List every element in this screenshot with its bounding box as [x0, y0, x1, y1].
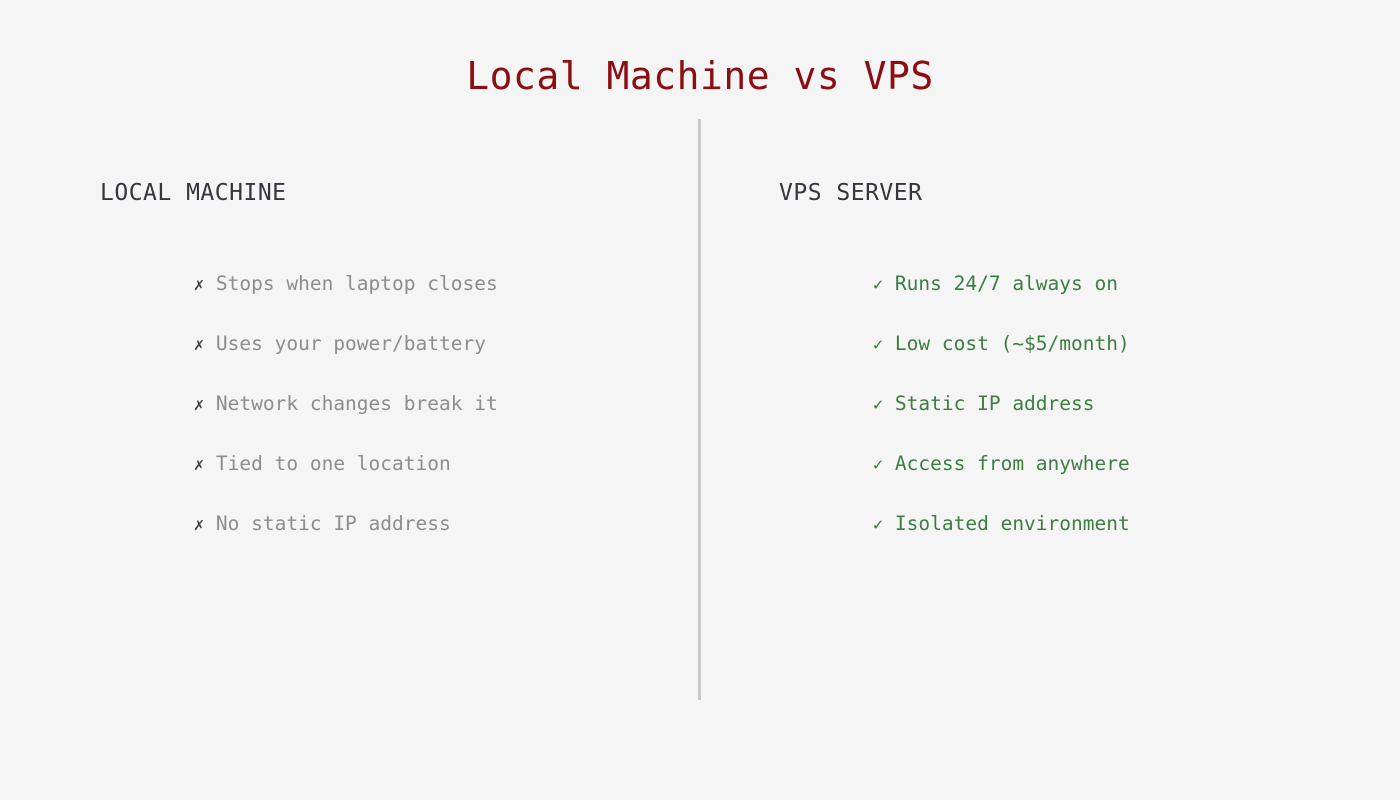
- check-icon: ✓: [872, 335, 884, 355]
- local-machine-column: LOCAL MACHINE ✗ Stops when laptop closes …: [100, 178, 660, 554]
- list-item: ✓ Static IP address: [779, 374, 1339, 434]
- list-item-label: Network changes break it: [215, 392, 498, 415]
- list-item-label: No static IP address: [215, 512, 451, 535]
- check-icon: ✓: [872, 455, 884, 475]
- list-item: ✗ Stops when laptop closes: [100, 254, 660, 314]
- check-icon: ✓: [872, 275, 884, 295]
- list-item: ✗ Uses your power/battery: [100, 314, 660, 374]
- list-item: ✓ Low cost (~$5/month): [779, 314, 1339, 374]
- local-machine-list: ✗ Stops when laptop closes ✗ Uses your pow…: [100, 254, 660, 554]
- list-item-label: Tied to one location: [215, 452, 451, 475]
- check-icon: ✓: [872, 515, 884, 535]
- list-item: ✗ Tied to one location: [100, 434, 660, 494]
- cross-icon: ✗: [193, 515, 205, 535]
- list-item-label: Stops when laptop closes: [215, 272, 498, 295]
- vps-server-heading: VPS SERVER: [779, 180, 923, 206]
- vps-server-list: ✓ Runs 24/7 always on ✓ Low cost (~$5/mont…: [779, 254, 1339, 554]
- list-item: ✓ Runs 24/7 always on: [779, 254, 1339, 314]
- list-item-label: Isolated environment: [894, 512, 1130, 535]
- list-item-label: Low cost (~$5/month): [894, 332, 1130, 355]
- list-item-label: Access from anywhere: [894, 452, 1130, 475]
- list-item-label: Static IP address: [894, 392, 1095, 415]
- local-machine-heading: LOCAL MACHINE: [100, 180, 287, 206]
- list-item: ✗ No static IP address: [100, 494, 660, 554]
- cross-icon: ✗: [193, 275, 205, 295]
- list-item: ✓ Access from anywhere: [779, 434, 1339, 494]
- list-item: ✗ Network changes break it: [100, 374, 660, 434]
- list-item: ✓ Isolated environment: [779, 494, 1339, 554]
- cross-icon: ✗: [193, 395, 205, 415]
- column-divider: [698, 119, 701, 700]
- list-item-label: Runs 24/7 always on: [894, 272, 1118, 295]
- check-icon: ✓: [872, 395, 884, 415]
- page-title: Local Machine vs VPS: [466, 54, 934, 98]
- vps-server-column: VPS SERVER ✓ Runs 24/7 always on ✓ Low cos…: [779, 178, 1339, 554]
- cross-icon: ✗: [193, 455, 205, 475]
- cross-icon: ✗: [193, 335, 205, 355]
- list-item-label: Uses your power/battery: [215, 332, 486, 355]
